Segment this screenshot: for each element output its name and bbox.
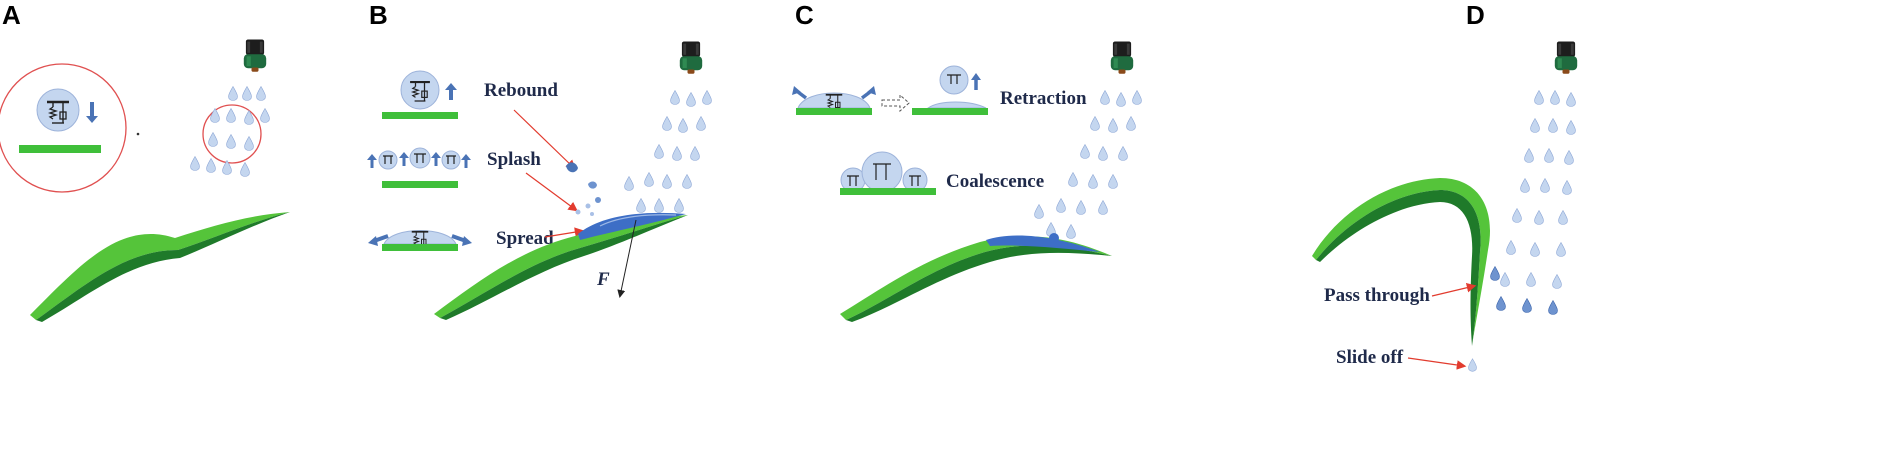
splash-schematic xyxy=(367,147,471,188)
splash-droplets xyxy=(566,162,601,216)
sliding-droplet xyxy=(1468,358,1477,372)
panel-b: B xyxy=(367,0,712,320)
coalescence-schematic xyxy=(840,151,936,195)
retraction-label: Retraction xyxy=(1000,88,1087,109)
panel-c: C Retraction Coalescence xyxy=(792,0,1142,322)
surface-bar xyxy=(796,108,872,115)
spread-film xyxy=(578,212,686,240)
spread-pointer xyxy=(544,227,585,238)
surface-bar xyxy=(382,181,458,188)
leaf-a xyxy=(30,212,290,322)
coalescence-label: Coalescence xyxy=(946,171,1044,192)
rebound-label: Rebound xyxy=(484,80,558,101)
up-arrow-icon xyxy=(445,83,457,90)
panel-letter-a: A xyxy=(2,0,21,30)
panel-letter-b: B xyxy=(369,0,388,30)
force-label: F xyxy=(596,269,610,290)
leaf-d xyxy=(1312,178,1490,346)
right-arrow-icon xyxy=(462,236,472,246)
spray-droplets-b xyxy=(624,90,712,213)
splash-label: Splash xyxy=(487,149,541,170)
dot-marker xyxy=(136,132,140,136)
surface-bar xyxy=(912,108,988,115)
panel-letter-d: D xyxy=(1466,0,1485,30)
slide-off-label: Slide off xyxy=(1336,347,1404,368)
transition-arrow-icon xyxy=(881,93,910,113)
spray-droplets-d xyxy=(1490,90,1576,315)
nozzle-icon xyxy=(679,41,703,74)
up-arrow-icon xyxy=(971,73,981,80)
nozzle-icon xyxy=(243,39,267,72)
pass-through-label: Pass through xyxy=(1324,285,1430,306)
rebound-schematic xyxy=(382,70,458,119)
panel-a: A xyxy=(0,0,290,322)
surface-bar xyxy=(382,244,458,251)
panel-d: D Pass through Slide off xyxy=(1312,0,1578,372)
panel-letter-c: C xyxy=(795,0,814,30)
surface-bar xyxy=(382,112,458,119)
left-arrow-icon xyxy=(368,236,378,246)
down-arrow-icon xyxy=(86,116,98,123)
surface-bar xyxy=(19,145,101,153)
slide-off-pointer xyxy=(1407,357,1467,370)
coalesced-film xyxy=(986,235,1100,252)
zoom-circle-a xyxy=(0,63,127,193)
zoom-circle-small xyxy=(202,104,262,164)
nozzle-icon xyxy=(1554,41,1578,74)
spray-droplets-c xyxy=(1034,90,1142,239)
leaf-b xyxy=(434,212,688,320)
retraction-schematic xyxy=(792,65,988,115)
spread-schematic xyxy=(368,230,472,251)
force-arrow xyxy=(617,219,637,298)
spread-label: Spread xyxy=(496,228,554,249)
nozzle-icon xyxy=(1110,41,1134,74)
splash-pointer xyxy=(525,172,578,212)
leaf-c xyxy=(840,233,1112,322)
surface-bar xyxy=(840,188,936,195)
pass-through-pointer xyxy=(1431,282,1477,297)
rebound-pointer xyxy=(513,109,576,170)
